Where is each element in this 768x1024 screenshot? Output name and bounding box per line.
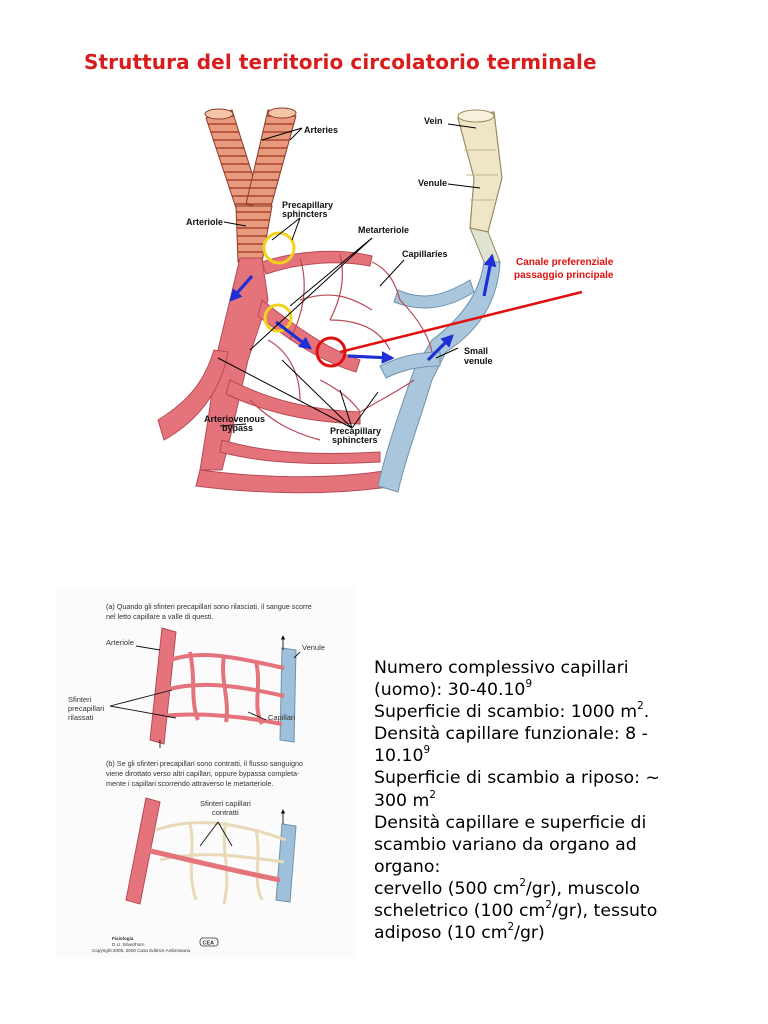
sphincter-highlight-upper (262, 231, 296, 265)
label-rilassati: rilassati (68, 713, 94, 722)
panel-b (125, 797, 297, 905)
publisher-logo: CEA (199, 937, 219, 947)
label-precapillary-bottom: Precapillary (330, 426, 381, 436)
label-capillari: Capillari (268, 713, 295, 722)
label-arteriovenous: Arteriovenous (204, 414, 265, 424)
stats-line: organo: (374, 856, 441, 877)
annotation-line-1: Canale preferenziale (516, 257, 614, 268)
label-metarteriole: Metarteriole (358, 225, 409, 235)
stats-line: Densità capillare e superficie di (374, 812, 647, 833)
flow-arrows (229, 253, 497, 364)
label-contratti: contratti (212, 808, 239, 817)
label-precapillari: precapillari (68, 704, 105, 713)
stats-line: 300 m2 (374, 788, 436, 811)
label-sfinteri-capillari: Sfinteri capillari (200, 799, 251, 808)
stats-line: scheletrico (100 cm2/gr), tessuto (374, 899, 658, 922)
flow-arrow (347, 351, 395, 364)
caption-b-line-3: mente i capillari scorrendo attraverso l… (106, 779, 273, 788)
annotation-pointer-line (339, 290, 583, 354)
flow-arrow (426, 334, 454, 362)
caption-b-line-1: (b) Se gli sfinteri precapillari sono co… (106, 759, 303, 768)
label-venule-b: Venule (302, 643, 325, 652)
sphincter-highlight-lower (263, 303, 293, 333)
label-sfinteri: Sfinteri (68, 695, 92, 704)
stats-line: 10.109 (374, 744, 431, 767)
credit-author: D.U. Silverthorn (112, 942, 145, 947)
caption-a-line-2: nel letto capillare a valle di questi. (106, 612, 213, 621)
caption-b-line-2: viene dirottato verso altri capillari, o… (106, 769, 300, 778)
svg-text:CEA: CEA (203, 941, 215, 947)
label-venule: Venule (418, 178, 447, 188)
capillary-statistics: Numero complessivo capillari (uomo): 30-… (374, 657, 704, 944)
stats-line: cervello (500 cm2/gr), muscolo (374, 877, 640, 899)
credit-copyright: Copyright 2005, 2000 Casa Editrice Ambro… (92, 948, 191, 953)
label-vein: Vein (424, 116, 443, 126)
label-arteries: Arteries (304, 125, 338, 135)
stats-line: adiposo (10 cm2/gr) (374, 921, 545, 944)
label-sphincters-bottom: sphincters (332, 435, 378, 445)
label-capillaries: Capillaries (402, 249, 448, 259)
label-precapillary-top: Precapillary (282, 200, 333, 210)
page-title: Struttura del territorio circolatorio te… (84, 50, 597, 74)
label-bypass: bypass (222, 423, 253, 433)
sphincter-diagram: (a) Quando gli sfinteri precapillari son… (55, 588, 355, 958)
credit-title: Fisiologia (112, 936, 134, 941)
label-arteriole: Arteriole (186, 217, 223, 227)
stats-line: Superficie di scambio a riposo: ~ (374, 768, 660, 789)
leader-lines (217, 123, 481, 429)
stats-line: Superficie di scambio: 1000 m2. (374, 700, 650, 723)
vein-vessel (457, 109, 503, 263)
label-small: Small (464, 346, 488, 356)
label-venule-small: venule (464, 356, 493, 366)
arteries-vessel (204, 107, 297, 263)
flow-arrow (482, 253, 497, 297)
stats-line: scambio variano da organo ad (374, 834, 637, 855)
label-arteriole-b: Arteriole (106, 638, 134, 647)
annotation-line-2: passaggio principale (514, 270, 614, 281)
label-sphincters-top: sphincters (282, 209, 328, 219)
stats-line: Numero complessivo capillari (374, 658, 629, 678)
capillary-bed-illustration: Arteries Arteriole Precapillary sphincte… (157, 107, 614, 494)
arterial-bed (157, 250, 396, 494)
stats-line: Densità capillare funzionale: 8 - (374, 724, 648, 745)
flow-arrow (275, 320, 313, 350)
caption-a-line-1: (a) Quando gli sfinteri precapillari son… (106, 602, 312, 611)
venous-bed (377, 261, 501, 493)
stats-line: (uomo): 30-40.109 (374, 678, 533, 701)
panel-a (109, 627, 301, 748)
flow-arrow (229, 274, 254, 302)
